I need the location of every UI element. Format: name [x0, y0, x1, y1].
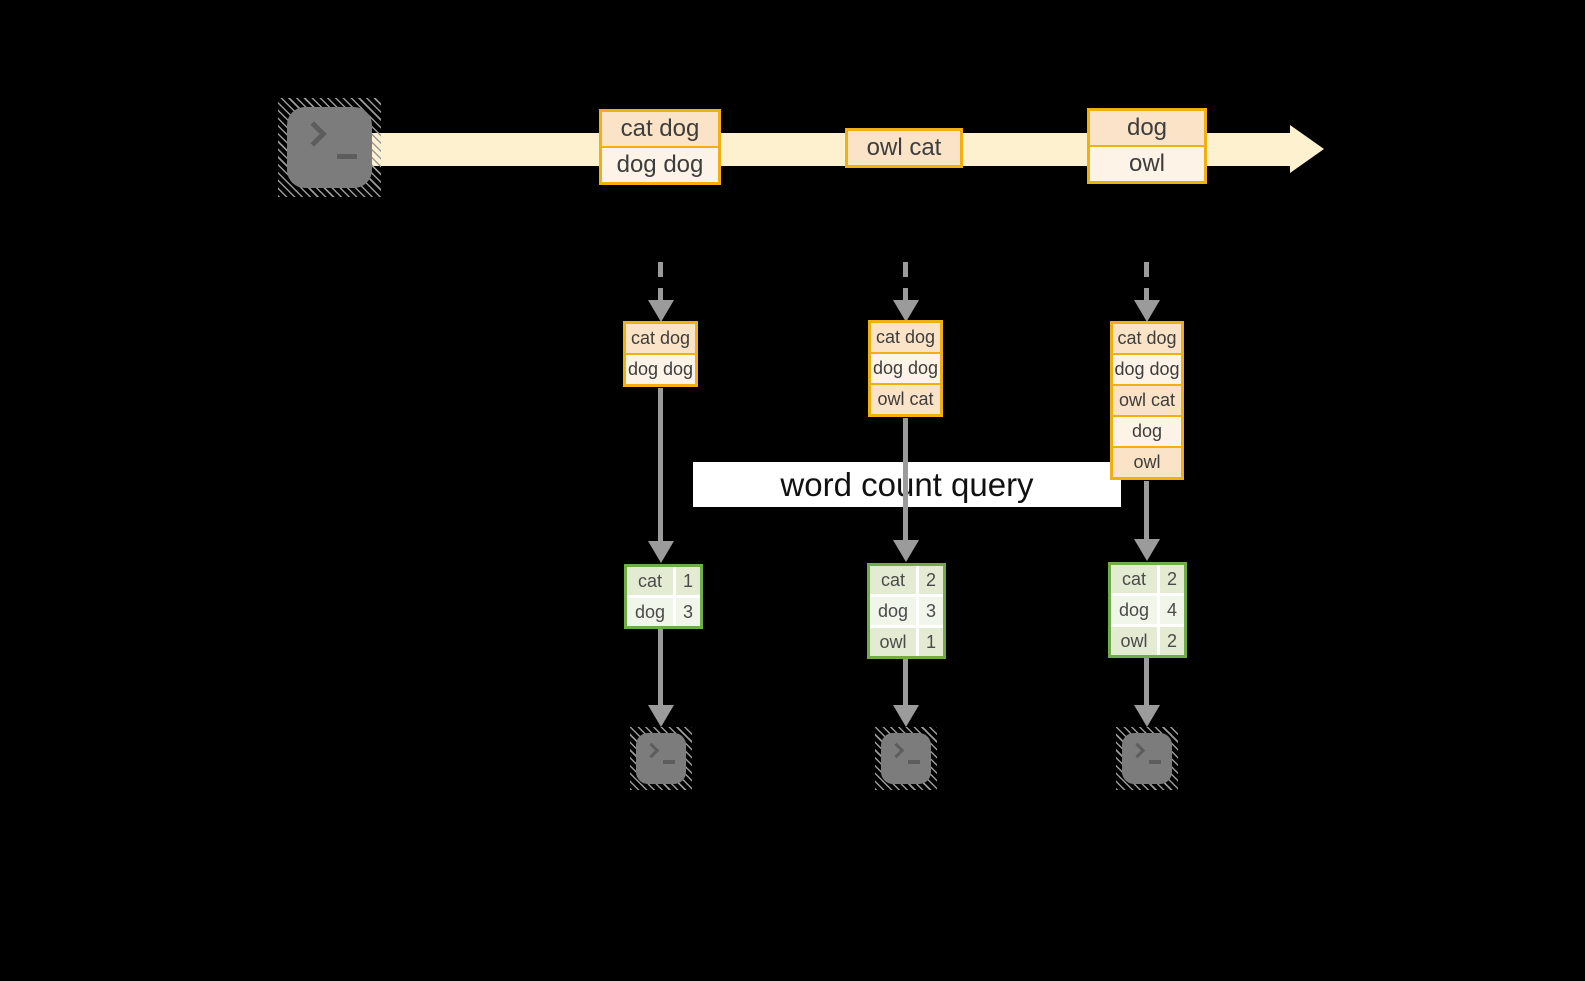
arrow-line	[658, 388, 663, 541]
buffer-row: cat dog	[626, 324, 695, 353]
prompt-chevron-icon	[643, 742, 660, 759]
count-value: 1	[676, 567, 700, 595]
message-row: owl	[1090, 145, 1204, 181]
message-row: cat dog	[602, 112, 718, 146]
dashed-arrow-head-icon	[1134, 300, 1160, 322]
prompt-chevron-icon	[1129, 742, 1146, 759]
dashed-arrow-head-icon	[893, 300, 919, 322]
terminal-screen	[1122, 733, 1172, 784]
count-table-2: cat 2 dog 3 owl 1	[867, 563, 946, 659]
prompt-chevron-icon	[301, 121, 327, 147]
count-word: cat	[1111, 565, 1157, 593]
prompt-cursor-icon	[663, 760, 675, 764]
count-value: 3	[676, 598, 700, 626]
buffer-row: dog	[1113, 415, 1181, 446]
count-value: 1	[919, 628, 943, 656]
arrow-line	[1144, 481, 1149, 539]
arrow-line	[903, 659, 908, 705]
arrow-head-icon	[648, 541, 674, 563]
stream-arrowhead-icon	[1290, 125, 1324, 173]
arrow-head-icon	[893, 540, 919, 562]
prompt-cursor-icon	[337, 154, 357, 159]
buffer-row: cat dog	[1113, 324, 1181, 353]
dashed-arrow-line	[658, 262, 663, 300]
stream-message-1: cat dog dog dog	[599, 109, 721, 185]
count-word: owl	[1111, 627, 1157, 655]
buffer-row: dog dog	[871, 352, 940, 383]
count-word: dog	[870, 597, 916, 625]
prompt-chevron-icon	[888, 742, 905, 759]
count-word: cat	[627, 567, 673, 595]
arrow-head-icon	[1134, 705, 1160, 727]
count-value: 2	[1160, 627, 1184, 655]
arrow-head-icon	[1134, 539, 1160, 561]
count-table-1: cat 1 dog 3	[624, 564, 703, 629]
count-value: 3	[919, 597, 943, 625]
count-table-3: cat 2 dog 4 owl 2	[1108, 562, 1187, 658]
arrow-line	[1144, 658, 1149, 705]
count-value: 4	[1160, 596, 1184, 624]
terminal-screen	[881, 733, 931, 784]
buffer-stack-3: cat dog dog dog owl cat dog owl	[1110, 321, 1184, 480]
message-row: dog	[1090, 111, 1204, 145]
dashed-arrow-head-icon	[648, 300, 674, 322]
buffer-stack-2: cat dog dog dog owl cat	[868, 320, 943, 417]
buffer-row: owl cat	[1113, 384, 1181, 415]
arrow-head-icon	[893, 705, 919, 727]
count-word: owl	[870, 628, 916, 656]
sink-terminal-icon	[630, 727, 692, 790]
message-row: dog dog	[602, 146, 718, 182]
count-word: dog	[1111, 596, 1157, 624]
sink-terminal-icon	[1116, 727, 1178, 790]
count-value: 2	[1160, 565, 1184, 593]
buffer-row: cat dog	[871, 323, 940, 352]
arrow-line	[658, 629, 663, 705]
stream-message-2: owl cat	[845, 128, 963, 168]
dashed-arrow-line	[903, 262, 908, 300]
buffer-row: owl cat	[871, 383, 940, 414]
count-value: 2	[919, 566, 943, 594]
source-terminal-icon	[278, 98, 381, 197]
terminal-screen	[287, 107, 372, 188]
prompt-cursor-icon	[908, 760, 920, 764]
sink-terminal-icon	[875, 727, 937, 790]
stream-message-3: dog owl	[1087, 108, 1207, 184]
count-word: cat	[870, 566, 916, 594]
dashed-arrow-line	[1144, 262, 1149, 300]
prompt-cursor-icon	[1149, 760, 1161, 764]
message-row: owl cat	[848, 131, 960, 165]
buffer-row: dog dog	[1113, 353, 1181, 384]
buffer-row: owl	[1113, 446, 1181, 477]
buffer-stack-1: cat dog dog dog	[623, 321, 698, 387]
arrow-line	[903, 418, 908, 540]
count-word: dog	[627, 598, 673, 626]
arrow-head-icon	[648, 705, 674, 727]
buffer-row: dog dog	[626, 353, 695, 384]
terminal-screen	[636, 733, 686, 784]
